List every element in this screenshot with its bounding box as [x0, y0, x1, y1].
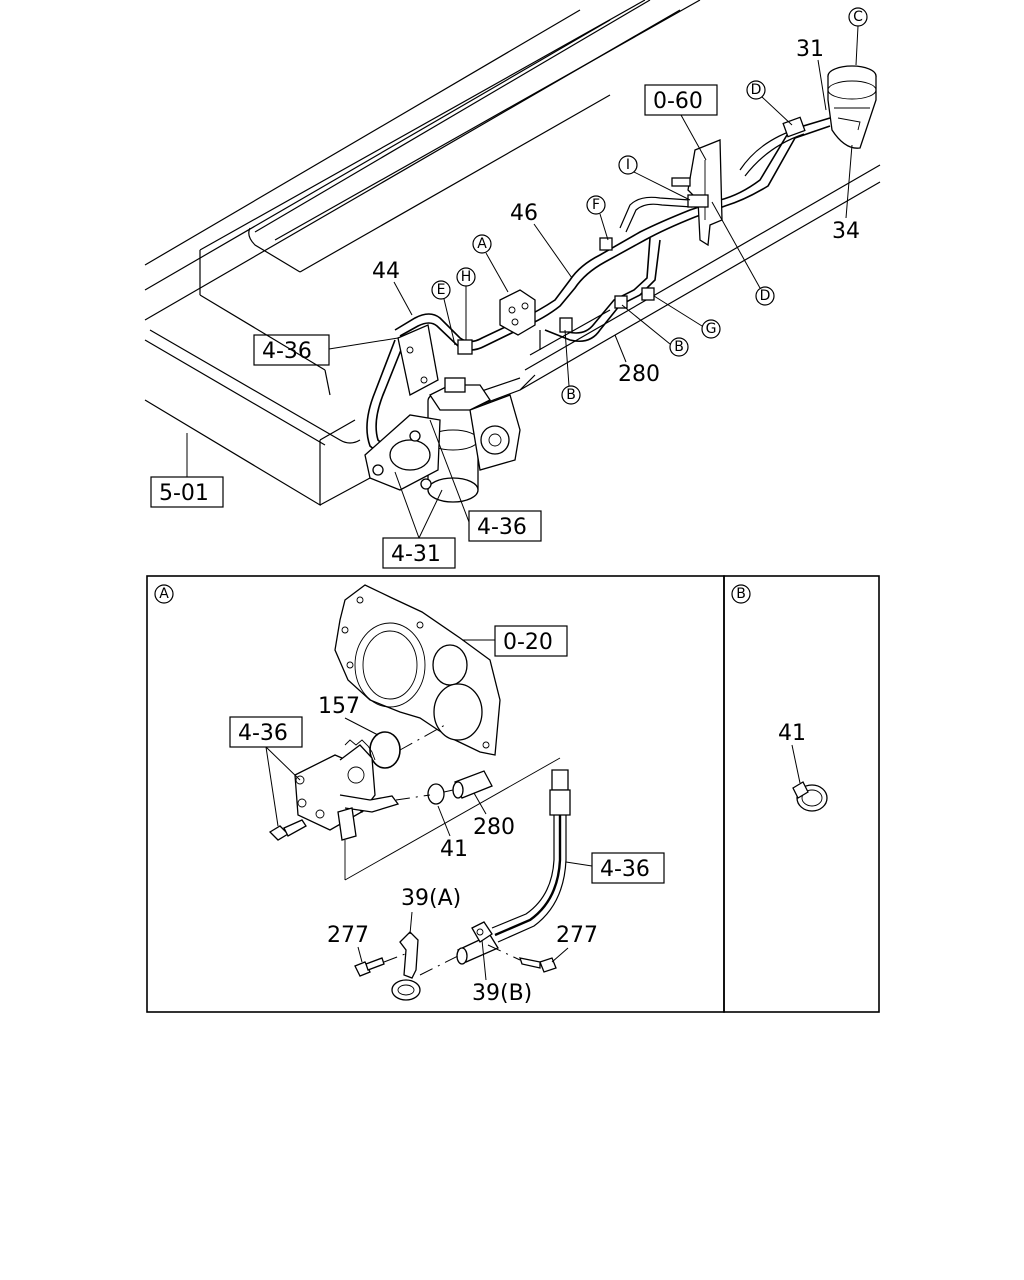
callout-f: F: [586, 195, 609, 241]
part-277-right: 277: [551, 923, 598, 963]
ref-4-36-a2: 4-36: [565, 852, 665, 884]
clamp-39b: [471, 921, 493, 943]
mounting-plate: [397, 324, 439, 396]
ref-4-31: 4-31: [382, 471, 456, 569]
part-39a-text: 39(A): [401, 886, 461, 911]
clamp-39a: [391, 931, 421, 1001]
ref-5-01-text: 5-01: [159, 481, 209, 506]
ref-4-36-a2-text: 4-36: [600, 857, 650, 882]
callout-c: C: [848, 7, 868, 66]
panel-a-label: A: [159, 586, 169, 602]
ref-4-31-text: 4-31: [391, 542, 441, 567]
part-39a: 39(A): [401, 886, 461, 935]
part-277-left: 277: [327, 923, 369, 963]
bolt-277-right: [519, 957, 557, 973]
clip-41: [427, 783, 445, 805]
ref-4-36-top: 4-36: [253, 334, 399, 366]
power-steering-pump: [294, 739, 400, 841]
callout-b1: B: [621, 304, 689, 357]
hose-clip-41: [792, 781, 828, 812]
ref-4-36-mid-text: 4-36: [477, 515, 527, 540]
callout-g-text: G: [706, 321, 717, 337]
high-pressure-hose: [456, 769, 571, 965]
callout-a-text: A: [477, 236, 487, 252]
callout-g: G: [653, 295, 721, 339]
part-34: 34: [832, 144, 860, 244]
callout-b2: B: [561, 329, 581, 405]
panel-b-label: B: [736, 586, 746, 602]
part-277-right-text: 277: [556, 923, 598, 948]
pipe-clamps: [457, 237, 655, 355]
callout-f-text: F: [592, 197, 600, 213]
ref-4-36-a1: 4-36: [229, 716, 303, 827]
callout-c-text: C: [853, 9, 863, 25]
callout-h: H: [456, 267, 476, 340]
callout-e-text: E: [437, 282, 446, 298]
part-44-text: 44: [372, 259, 400, 284]
part-41-b-text: 41: [778, 721, 806, 746]
part-46-text: 46: [510, 201, 538, 226]
part-277-left-text: 277: [327, 923, 369, 948]
part-41-a: 41: [437, 805, 468, 862]
part-31: 31: [796, 37, 827, 111]
callout-a: A: [472, 234, 509, 293]
pipe-lines: [366, 117, 831, 467]
part-39b-text: 39(B): [472, 981, 532, 1006]
hose-280: [452, 770, 493, 799]
part-280-top-text: 280: [618, 362, 660, 387]
part-157-text: 157: [318, 694, 360, 719]
part-46: 46: [510, 201, 573, 279]
ref-0-60: 0-60: [644, 84, 718, 161]
callout-d2-text: D: [760, 288, 771, 304]
callout-i-text: I: [626, 157, 630, 173]
callout-b2-text: B: [566, 387, 576, 403]
pipe-bracket: [671, 139, 723, 247]
part-34-text: 34: [832, 219, 860, 244]
o-ring: [369, 731, 401, 769]
callout-b1-text: B: [674, 339, 684, 355]
part-44: 44: [372, 259, 413, 316]
callout-e: E: [431, 280, 456, 346]
reservoir-tank: [782, 65, 877, 149]
detail-panel-b: B: [723, 575, 880, 1013]
callout-i: I: [618, 155, 691, 201]
ref-5-01: 5-01: [150, 433, 224, 508]
part-280-a: 280: [473, 792, 515, 840]
part-280-a-text: 280: [473, 815, 515, 840]
ref-4-36-top-text: 4-36: [262, 339, 312, 364]
part-41-b: 41: [778, 721, 806, 784]
valve-unit: [499, 289, 536, 336]
bolt-277-left: [354, 957, 385, 977]
part-157: 157: [318, 694, 379, 736]
ref-0-60-text: 0-60: [653, 89, 703, 114]
callout-h-text: H: [461, 269, 472, 285]
callout-d2: D: [711, 201, 775, 306]
pump-gasket-plate: [334, 584, 501, 756]
ref-4-36-a1-text: 4-36: [238, 721, 288, 746]
part-41-a-text: 41: [440, 837, 468, 862]
chassis-frame: [144, 0, 881, 507]
callout-d1-text: D: [751, 82, 762, 98]
part-39b: 39(B): [472, 939, 532, 1006]
ref-0-20-text: 0-20: [503, 630, 553, 655]
ref-4-36-mid: 4-36: [429, 419, 542, 542]
part-280-top: 280: [614, 334, 660, 387]
part-31-text: 31: [796, 37, 824, 62]
pump-bolt: [268, 819, 307, 841]
steering-gear-assembly: [364, 377, 521, 503]
callout-d1: D: [746, 80, 793, 126]
ref-0-20: 0-20: [462, 625, 568, 657]
